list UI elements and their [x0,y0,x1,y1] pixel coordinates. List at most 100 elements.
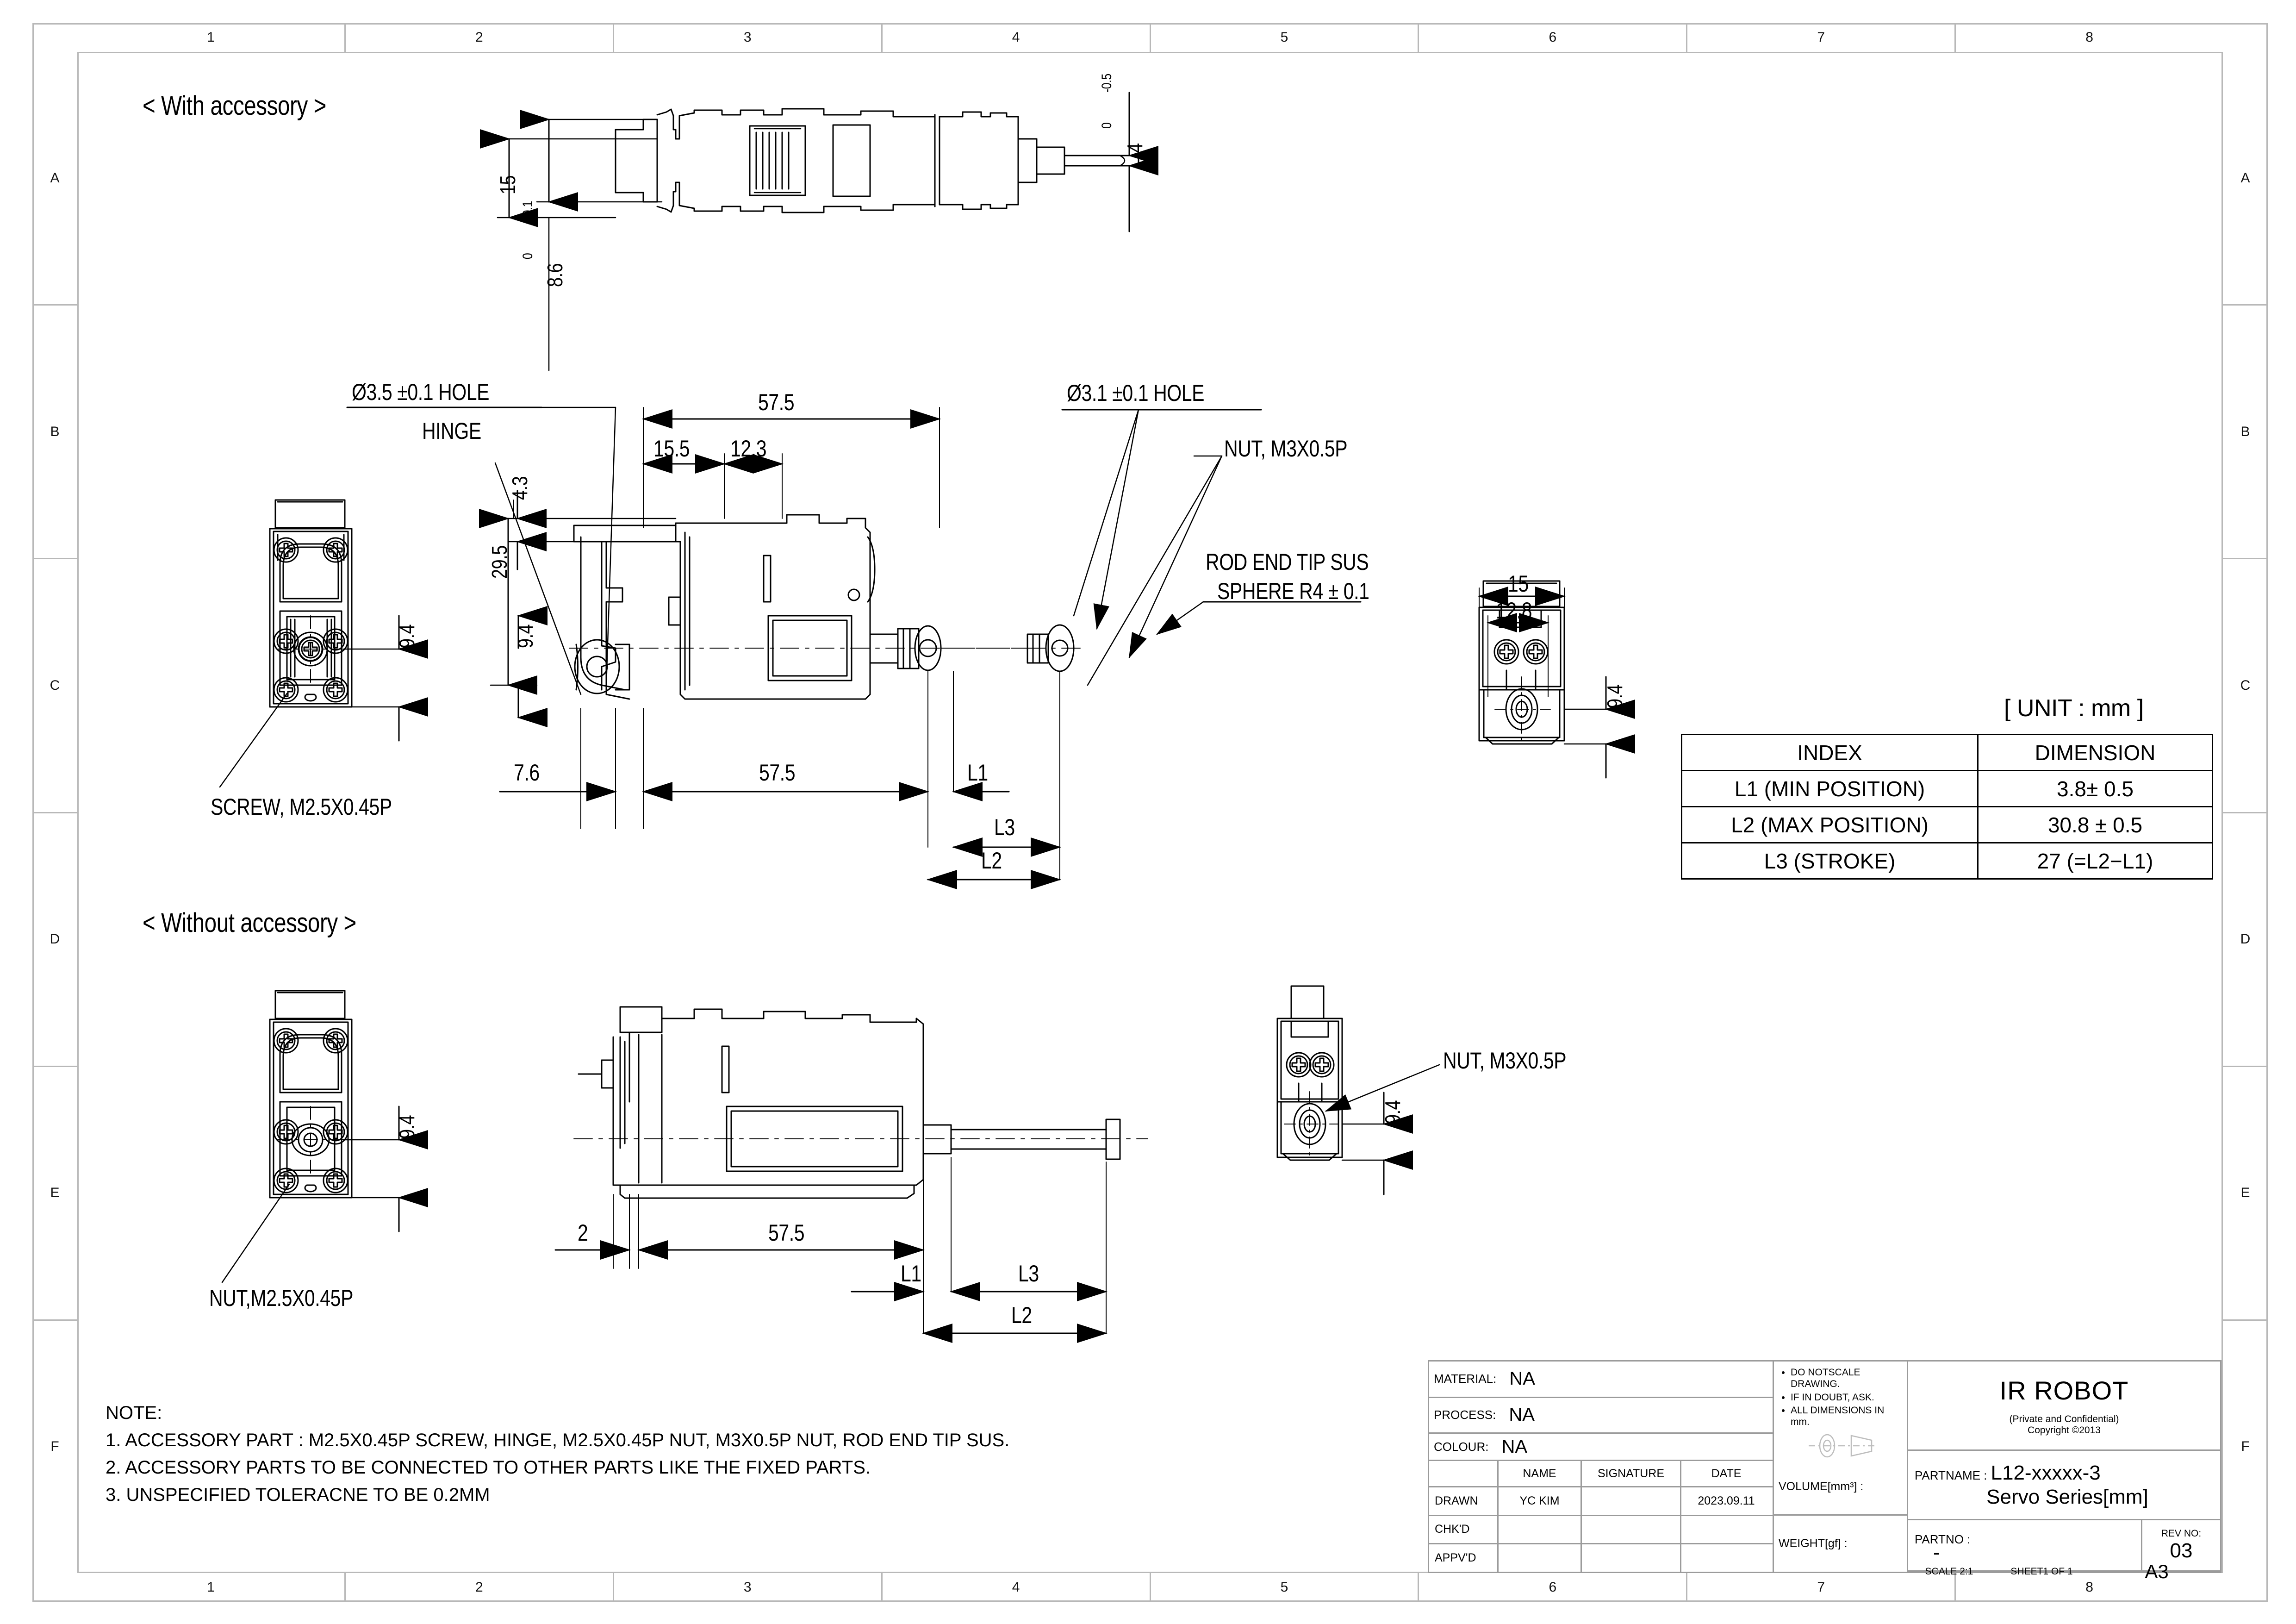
zone-row-a: A [32,52,77,306]
callout-screw-m25: SCREW, M2.5X0.45P [211,794,392,820]
checked-signature [1582,1516,1681,1543]
material-label: MATERIAL: [1434,1372,1497,1386]
revno-value: 03 [2170,1539,2193,1562]
zone-ruler-left: A B C D E F [32,52,77,1573]
zone-col-1-bottom: 1 [77,1573,346,1602]
brand-name: IR ROBOT [1999,1375,2129,1405]
zone-col-6-bottom: 6 [1419,1573,1688,1602]
drawn-signature [1582,1487,1681,1515]
zone-col-2: 2 [346,23,614,52]
dim-L1: L1 [967,760,988,786]
revno-cell: REV NO: 03 [2142,1520,2220,1570]
dim-15-5: 15.5 [653,436,690,462]
view-title-without-accessory: < Without accessory > [143,908,356,938]
zone-col-1: 1 [77,23,346,52]
zone-col-3: 3 [614,23,883,52]
general-note-3: ALL DIMENSIONS IN mm. [1791,1405,1902,1428]
material-value: NA [1509,1368,1535,1389]
process-row: PROCESS: NA [1429,1398,1773,1434]
dim-57-5-top: 57.5 [758,389,795,415]
callout-rod-end-tip-line1: ROD END TIP SUS [1206,549,1369,575]
drawn-role: DRAWN [1429,1487,1499,1515]
checked-date [1681,1516,1771,1543]
index-dimension-table: INDEX DIMENSION L1 (MIN POSITION) 3.8± 0… [1681,734,2213,880]
zone-col-6: 6 [1419,23,1688,52]
material-row: MATERIAL: NA [1429,1362,1773,1398]
checked-role: CHK'D [1429,1516,1499,1543]
dim-2: 2 [578,1220,588,1246]
process-label: PROCESS: [1434,1408,1496,1422]
process-value: NA [1509,1405,1535,1425]
callout-hinge: HINGE [422,418,481,444]
partno-cell: PARTNO : - [1908,1520,2142,1570]
note-line-3: 3. UNSPECIFIED TOLERACNE TO BE 0.2MM [106,1485,490,1505]
note-line-1: 1. ACCESSORY PART : M2.5X0.45P SCREW, HI… [106,1430,1010,1450]
note-line-2: 2. ACCESSORY PARTS TO BE CONNECTED TO OT… [106,1457,871,1478]
volume-row: VOLUME[mm³] : [1774,1460,1907,1516]
partname-label: PARTNAME : [1915,1468,1987,1482]
brand-block: IR ROBOT (Private and Confidential) Copy… [1908,1362,2220,1451]
zone-col-4: 4 [883,23,1151,52]
dim-15-height: 15 [496,175,520,194]
zone-row-c-right: C [2223,559,2268,813]
zone-row-e-right: E [2223,1067,2268,1321]
dim-57-5-mid: 57.5 [759,760,796,786]
revno-label: REV NO: [2161,1528,2202,1539]
zone-ruler-right: A B C D E F [2223,52,2268,1573]
checked-name [1499,1516,1582,1543]
unit-note: [ UNIT : mm ] [2004,695,2144,722]
zone-col-3-bottom: 3 [614,1573,883,1602]
dim-8-6-upper-tol: 0 [520,253,535,259]
index-l1-value: 3.8± 0.5 [1977,770,2213,807]
index-l2-label: L2 (MAX POSITION) [1681,806,1979,843]
dim-4-3: 4.3 [508,476,532,500]
approved-row: APPV'D [1429,1544,1773,1572]
zone-row-f-right: F [2241,1439,2250,1455]
zone-col-7: 7 [1687,23,1956,52]
callout-rod-end-tip-line2: SPHERE R4 ± 0.1 [1217,578,1369,604]
colour-label: COLOUR: [1434,1439,1489,1454]
approved-signature [1582,1544,1681,1572]
callout-nut-m3-lower: NUT, M3X0.5P [1443,1048,1567,1074]
dim-8-6: 8.6 [543,263,567,287]
table-row: L3 (STROKE) 27 (=L2−L1) [1681,842,2213,880]
approved-name [1499,1544,1582,1572]
dim-9-4-lower-right: 9.4 [1381,1100,1405,1124]
zone-col-7-bottom: 7 [1687,1573,1956,1602]
title-block-left-column: MATERIAL: NA PROCESS: NA COLOUR: NA NAME… [1429,1362,1774,1572]
dim-L2-low: L2 [1011,1302,1032,1328]
dim-4-rod: 4 [1123,143,1147,153]
zone-row-c: C [32,559,77,813]
zone-row-e: E [32,1067,77,1321]
drawn-date: 2023.09.11 [1698,1494,1755,1507]
zone-row-a-right: A [2223,52,2268,306]
frame-inner-border [77,52,2223,1573]
callout-nut-m3-upper: NUT, M3X0.5P [1224,436,1348,462]
approved-date [1681,1544,1771,1572]
weight-row: WEIGHT[gf] : [1779,1537,1848,1550]
part-name-block: PARTNAME :L12-xxxxx-3 Servo Series[mm] [1908,1451,2220,1521]
drawn-name: YC KIM [1499,1487,1582,1515]
table-header-row: INDEX DIMENSION [1681,734,2213,771]
dim-L3: L3 [994,814,1015,840]
dim-4-upper-tol: 0 [1099,122,1114,129]
series-value: Servo Series[mm] [1986,1485,2148,1508]
table-row: L1 (MIN POSITION) 3.8± 0.5 [1681,770,2213,807]
dim-15-width: 15 [1508,571,1529,597]
partno-value: - [1933,1541,1940,1564]
zone-row-d-right: D [2223,813,2268,1067]
index-l1-label: L1 (MIN POSITION) [1681,770,1979,807]
dim-8-6-lower-tol: -0.1 [520,201,535,220]
col-header-dimension: DIMENSION [1977,734,2213,771]
dim-7-6: 7.6 [514,760,540,786]
callout-hole-3-1: Ø3.1 ±0.1 HOLE [1067,380,1205,406]
approval-col-name: NAME [1499,1461,1582,1487]
dim-9-4-side: 9.4 [1603,684,1627,708]
dim-9-4-lower-left: 9.4 [395,1115,419,1139]
callout-hole-3-5: Ø3.5 ±0.1 HOLE [352,379,490,405]
colour-row: COLOUR: NA [1429,1434,1773,1462]
general-note-2: IF IN DOUBT, ASK. [1791,1392,1902,1404]
partname-line: PARTNAME :L12-xxxxx-3 [1915,1462,2220,1485]
title-block-middle-column: DO NOTSCALE DRAWING. IF IN DOUBT, ASK. A… [1774,1362,1908,1572]
